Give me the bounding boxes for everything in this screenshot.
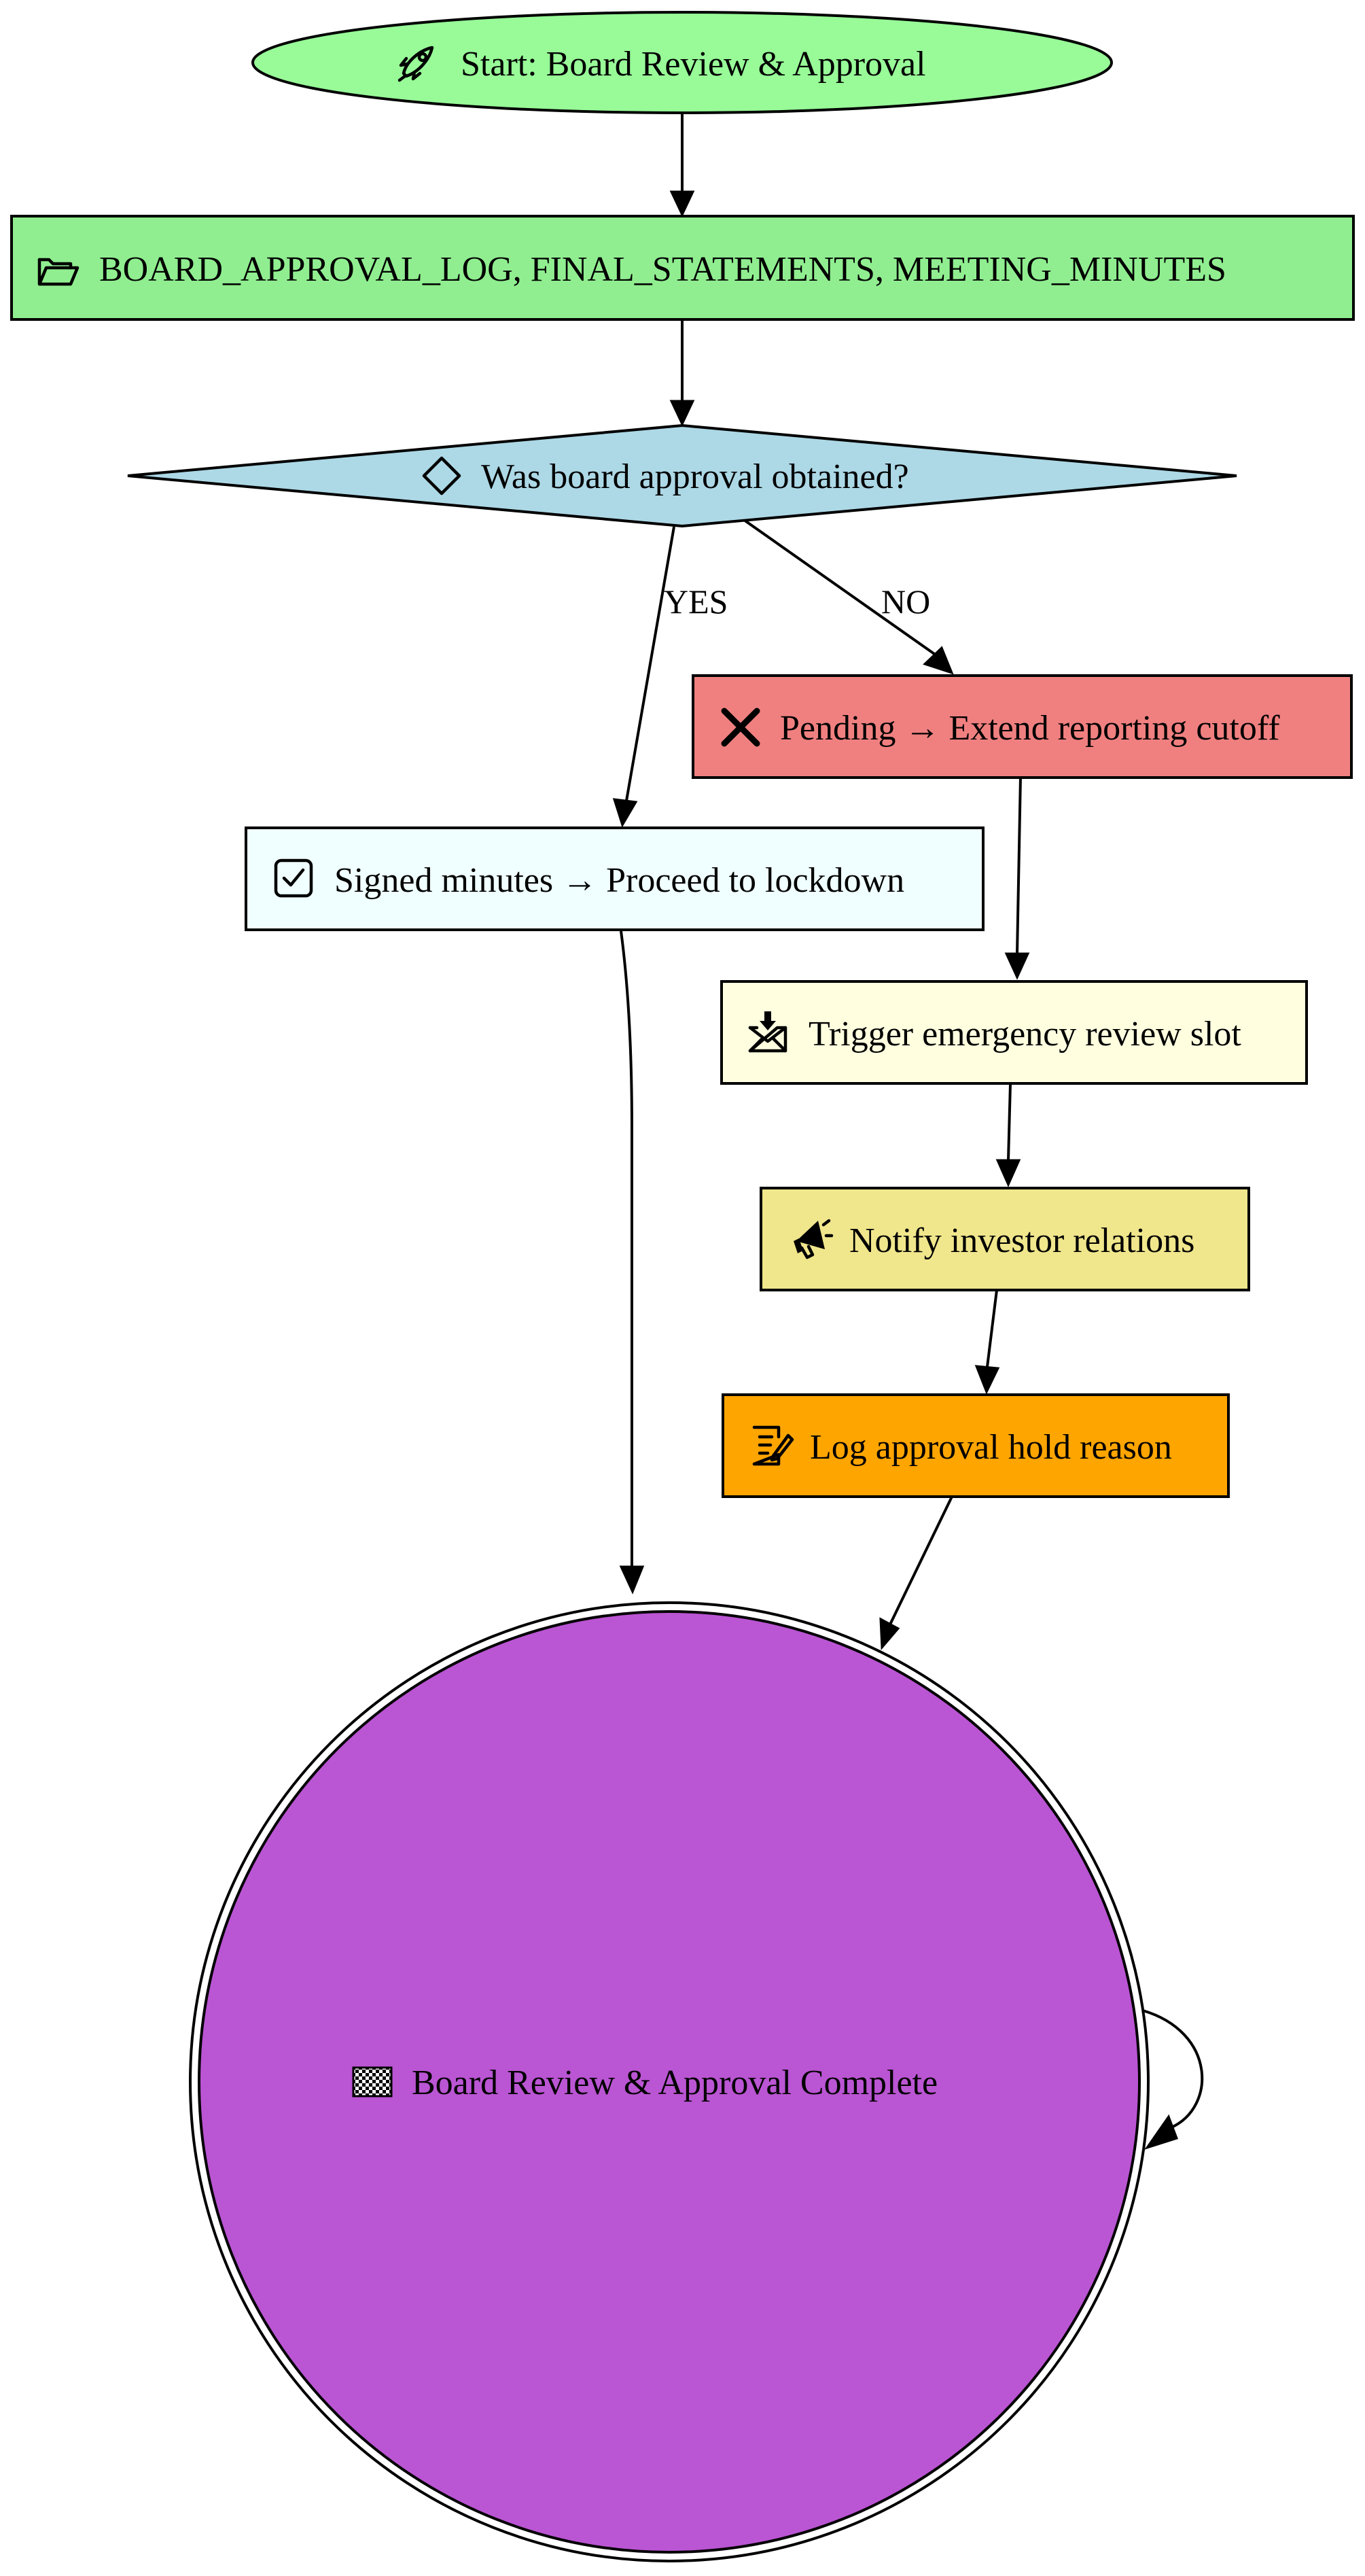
- edge-log-to-complete: [879, 1496, 953, 1650]
- checkbox-icon: [274, 858, 313, 898]
- megaphone-icon: [794, 1219, 834, 1259]
- envelope-download-icon: [748, 1011, 787, 1053]
- inputs-label: BOARD_APPROVAL_LOG, FINAL_STATEMENTS, ME…: [99, 250, 1226, 289]
- edge-pending-to-emergency: [1004, 776, 1030, 980]
- pending-label: Pending → Extend reporting cutoff: [780, 709, 1280, 748]
- inputs-shape: [10, 215, 1355, 321]
- log-node: Log approval hold reason: [722, 1393, 1230, 1498]
- edge-decision-yes: [612, 526, 675, 828]
- signed-label: Signed minutes → Proceed to lockdown: [334, 861, 904, 900]
- start-label: Start: Board Review & Approval: [461, 45, 926, 84]
- notify-shape: [760, 1187, 1250, 1291]
- decision-shape: [127, 423, 1237, 528]
- checkered-flag-icon: [352, 2066, 393, 2098]
- folder-icon: [37, 258, 79, 286]
- inputs-node: BOARD_APPROVAL_LOG, FINAL_STATEMENTS, ME…: [10, 215, 1355, 321]
- signed-node: Signed minutes → Proceed to lockdown: [245, 826, 985, 931]
- complete-label: Board Review & Approval Complete: [412, 2064, 938, 2102]
- complete-shape: [198, 1610, 1141, 2554]
- log-label: Log approval hold reason: [810, 1428, 1172, 1467]
- edge-start-to-inputs: [669, 112, 695, 217]
- diamond-icon: [422, 456, 461, 495]
- notify-node: Notify investor relations: [760, 1187, 1250, 1291]
- complete-node: Board Review & Approval Complete: [189, 1601, 1150, 2562]
- edge-signed-to-complete: [619, 930, 645, 1595]
- start-node: Start: Board Review & Approval: [251, 11, 1113, 114]
- edge-decision-no: [743, 519, 954, 675]
- edge-emergency-to-notify: [995, 1083, 1021, 1187]
- memo-icon: [752, 1425, 794, 1466]
- decision-label: Was board approval obtained?: [481, 457, 909, 496]
- complete-outer-ring: [189, 1601, 1150, 2562]
- rocket-icon: [397, 46, 434, 82]
- edge-notify-to-log: [974, 1289, 1000, 1395]
- pending-node: Pending → Extend reporting cutoff: [692, 674, 1353, 779]
- signed-shape: [245, 826, 985, 931]
- emergency-label: Trigger emergency review slot: [809, 1015, 1241, 1054]
- notify-label: Notify investor relations: [849, 1221, 1194, 1260]
- edge-label-yes: YES: [664, 582, 728, 621]
- log-shape: [722, 1393, 1230, 1498]
- edge-inputs-to-decision: [669, 319, 695, 427]
- emergency-shape: [720, 980, 1308, 1085]
- emergency-node: Trigger emergency review slot: [720, 980, 1308, 1085]
- edge-complete-self-loop: [1142, 2009, 1204, 2150]
- start-shape: [251, 11, 1113, 114]
- edge-label-no: NO: [881, 582, 930, 621]
- cross-icon: [721, 708, 760, 747]
- pending-shape: [692, 674, 1353, 779]
- decision-node: Was board approval obtained?: [127, 423, 1237, 528]
